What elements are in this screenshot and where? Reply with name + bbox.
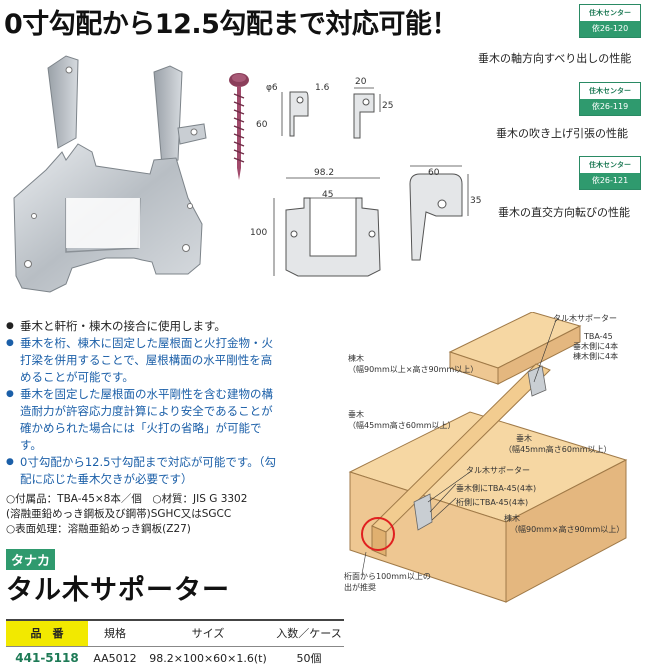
dim-45: 45 — [322, 190, 334, 200]
diagram-label: 垂木 — [516, 434, 532, 443]
feature-item: 垂木と軒桁・棟木の接合に使用します。 — [6, 318, 280, 335]
cert-badge-1: 住木センター 依26-120 — [579, 4, 641, 38]
cert-number: 依26-119 — [580, 99, 640, 115]
spec-line: (溶融亜鉛めっき鋼板及び鋼帯)SGHC又はSGCC — [6, 508, 232, 520]
diagram-label: 出が推奨 — [344, 583, 376, 592]
cert-title: 住木センター — [580, 83, 640, 99]
diagram-label: 桁面から100mm以上の — [344, 572, 431, 581]
cell-code: 441-5118 — [6, 646, 88, 670]
headline: 0寸勾配から12.5勾配まで対応可能！ — [4, 9, 458, 40]
cert-number: 依26-120 — [580, 21, 640, 37]
cert-feature-2: 垂木の吹き上げ引張の性能 — [496, 127, 628, 140]
col-header-standard: 規格 — [88, 619, 142, 647]
col-header-size: サイズ — [142, 619, 274, 647]
brand-badge: タナカ — [6, 549, 56, 570]
table-row: 441-5118 AA5012 98.2×100×60×1.6(t) 50個 — [6, 646, 344, 670]
dim-20: 20 — [355, 77, 367, 87]
screw-photo — [229, 73, 249, 180]
product-table: 品 番 規格 サイズ 入数／ケース 441-5118 AA5012 98.2×1… — [6, 619, 344, 670]
cert-number: 依26-121 — [580, 173, 640, 189]
feature-item: 0寸勾配から12.5寸勾配まで対応が可能です。（勾配に応じた垂木欠きが必要です） — [6, 454, 280, 488]
diagram-label: （幅90mm×高さ90mm以上） — [510, 525, 625, 534]
diagram-label: TBA-45 — [584, 332, 613, 341]
diagram-label: 棟木 — [504, 514, 520, 523]
dim-100: 100 — [250, 228, 268, 238]
diagram-label: 垂木側に4本 — [573, 342, 619, 351]
dim-hole: φ6 — [266, 83, 278, 93]
col-header-code: 品 番 — [6, 619, 88, 647]
dim-35: 35 — [470, 196, 482, 206]
cell-standard: AA5012 — [88, 646, 142, 670]
spec-block: ○付属品：TBA-45×8本／個 ○材質：JIS G 3302 (溶融亜鉛めっき… — [6, 492, 288, 537]
diagram-label: 棟木側に4本 — [573, 352, 619, 361]
cell-size: 98.2×100×60×1.6(t) — [142, 646, 274, 670]
cert-badge-2: 住木センター 依26-119 — [579, 82, 641, 116]
diagram-label: タル木サポーター — [553, 314, 617, 323]
product-name: タル木サポーター — [6, 575, 230, 606]
diagram-label: （幅45mm高さ60mm以上） — [348, 421, 456, 430]
feature-item: 垂木を桁、棟木に固定した屋根面と火打金物・火打梁を併用することで、屋根構面の水平… — [6, 335, 280, 386]
feature-item: 垂木を固定した屋根面の水平剛性を含む建物の構造耐力が許容応力度計算により安全であ… — [6, 386, 280, 454]
dim-25: 25 — [382, 101, 394, 111]
diagram-label: 垂木側にTBA-45(4本) — [456, 484, 537, 493]
col-header-quantity: 入数／ケース — [274, 619, 344, 647]
installation-diagram — [348, 312, 628, 603]
spec-line: ○表面処理：溶融亜鉛めっき鋼板(Z27) — [6, 523, 191, 535]
cert-feature-1: 垂木の軸方向すべり出しの性能 — [478, 52, 632, 65]
diagram-label: タル木サポーター — [466, 466, 530, 475]
dim-60-width: 60 — [428, 168, 440, 178]
product-photo — [13, 55, 207, 293]
cert-title: 住木センター — [580, 5, 640, 21]
cert-feature-3: 垂木の直交方向転びの性能 — [498, 206, 630, 219]
dimension-drawings — [273, 87, 469, 277]
diagram-label: （幅90mm以上×高さ90mm以上） — [348, 365, 479, 374]
dim-98: 98.2 — [314, 168, 335, 178]
feature-list: 垂木と軒桁・棟木の接合に使用します。 垂木を桁、棟木に固定した屋根面と火打金物・… — [6, 318, 280, 488]
diagram-label: （幅45mm高さ60mm以上） — [504, 445, 612, 454]
dim-thickness: 1.6 — [315, 83, 330, 93]
diagram-label: 棟木 — [348, 354, 364, 363]
dim-60-height: 60 — [256, 120, 268, 130]
spec-line: ○付属品：TBA-45×8本／個 ○材質：JIS G 3302 — [6, 493, 248, 505]
diagram-label: 垂木 — [348, 410, 364, 419]
cell-quantity: 50個 — [274, 646, 344, 670]
cert-title: 住木センター — [580, 157, 640, 173]
diagram-label: 桁側にTBA-45(4本) — [456, 498, 529, 507]
cert-badge-3: 住木センター 依26-121 — [579, 156, 641, 190]
